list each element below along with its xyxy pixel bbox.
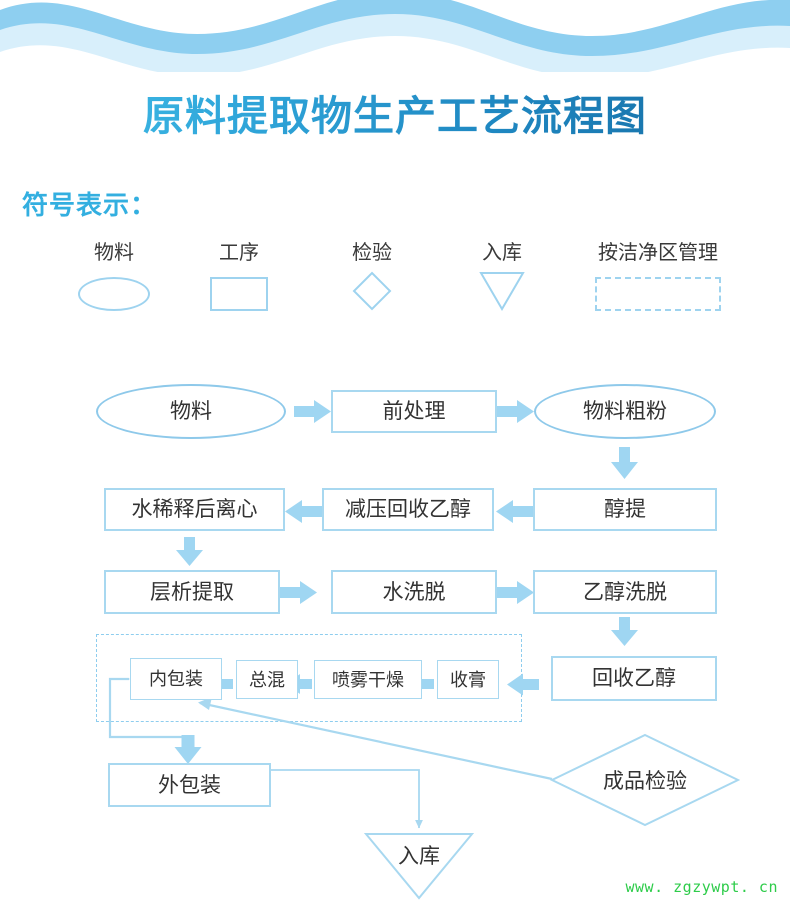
node-label-cengxi: 层析提取 [150,580,234,604]
site-watermark: www. zgzywpt. cn [625,878,778,896]
connector-waibaozhuang-to-ruku [271,769,423,829]
node-label-qianchuli: 前处理 [382,400,446,423]
node-huishouyichun[interactable]: 回收乙醇 [551,656,717,701]
node-label-shougao: 收膏 [450,669,486,690]
node-jianyahuishou[interactable]: 减压回收乙醇 [322,488,494,531]
arrow-qianchuli-to-cufen [497,400,534,423]
node-label-shuixituo: 水洗脱 [382,580,446,604]
arrow-wuliao-to-qianchuli [294,400,331,423]
node-waibaozhuang[interactable]: 外包装 [108,763,271,807]
legend-label-process: 工序 [219,242,259,264]
diamond-shape [550,733,740,827]
wave-band-dark [0,0,790,56]
node-yichunxituo[interactable]: 乙醇洗脱 [533,570,717,614]
node-label-chunti: 醇提 [604,498,646,521]
node-shuixituo[interactable]: 水洗脱 [331,570,497,614]
node-wuliaocufen[interactable]: 物料粗粉 [534,384,716,439]
node-label-neibaozhuang: 内包装 [149,669,203,689]
arrow-chunti-to-jianya [496,500,533,523]
node-neibaozhuang[interactable]: 内包装 [130,658,222,700]
node-label-waibaozhuang: 外包装 [158,773,221,797]
legend-item-process: 工序 [180,243,298,311]
node-shuixishi[interactable]: 水稀释后离心 [104,488,285,531]
node-zonghun[interactable]: 总混 [236,660,298,699]
legend-label-material: 物料 [94,242,134,264]
node-label-wuliao: 物料 [170,400,212,423]
node-wuliao[interactable]: 物料 [96,384,286,439]
legend-label-warehouse: 入库 [482,242,522,264]
legend-item-inspection: 检验 [310,243,434,311]
legend-label-inspection: 检验 [352,242,392,264]
node-ruku[interactable]: 入库 [364,832,474,900]
arrow-jianya-to-shuixishi [285,500,322,523]
legend-shape-ellipse [78,277,150,311]
node-label-shuixishi: 水稀释后离心 [131,498,258,521]
legend-shape-rectangle [210,277,268,311]
arrow-cufen-to-chunti [611,447,638,479]
legend-shape-triangle [479,271,525,311]
legend-heading: 符号表示： [22,190,158,220]
page-title: 原料提取物生产工艺流程图 [0,92,790,141]
node-label-yichunxituo: 乙醇洗脱 [583,580,667,604]
triangle-down-icon [479,272,525,311]
node-cengxi[interactable]: 层析提取 [104,570,280,614]
node-chunti[interactable]: 醇提 [533,488,717,531]
arrow-shuixituo-to-yichunxituo [497,581,534,604]
legend-shape-dashed-rectangle [595,277,721,311]
node-qianchuli[interactable]: 前处理 [331,390,497,433]
legend-item-cleanroom: 按洁净区管理 [560,243,756,311]
node-label-penwu: 喷雾干燥 [332,669,404,690]
legend-label-cleanroom: 按洁净区管理 [598,242,718,264]
legend-shape-diamond [352,271,392,311]
arrow-cengxi-to-shuixituo [280,581,317,604]
legend-item-material: 物料 [48,243,180,311]
legend-item-warehouse: 入库 [443,243,561,311]
node-label-huishouyichun: 回收乙醇 [592,667,676,690]
arrow-shuixishi-to-cengxi [176,537,203,566]
node-label-jianyahuishou: 减压回收乙醇 [345,498,471,521]
triangle-down-shape [364,833,474,900]
wave-header-decoration [0,0,790,72]
diamond-icon [352,271,392,311]
arrow-yichunxituo-to-huishou [611,617,638,646]
node-chengpinjianyan[interactable]: 成品检验 [550,733,740,827]
node-label-wuliaocufen: 物料粗粉 [583,400,667,423]
node-penwu[interactable]: 喷雾干燥 [314,660,422,699]
node-label-zonghun: 总混 [249,669,285,690]
node-shougao[interactable]: 收膏 [437,660,499,699]
